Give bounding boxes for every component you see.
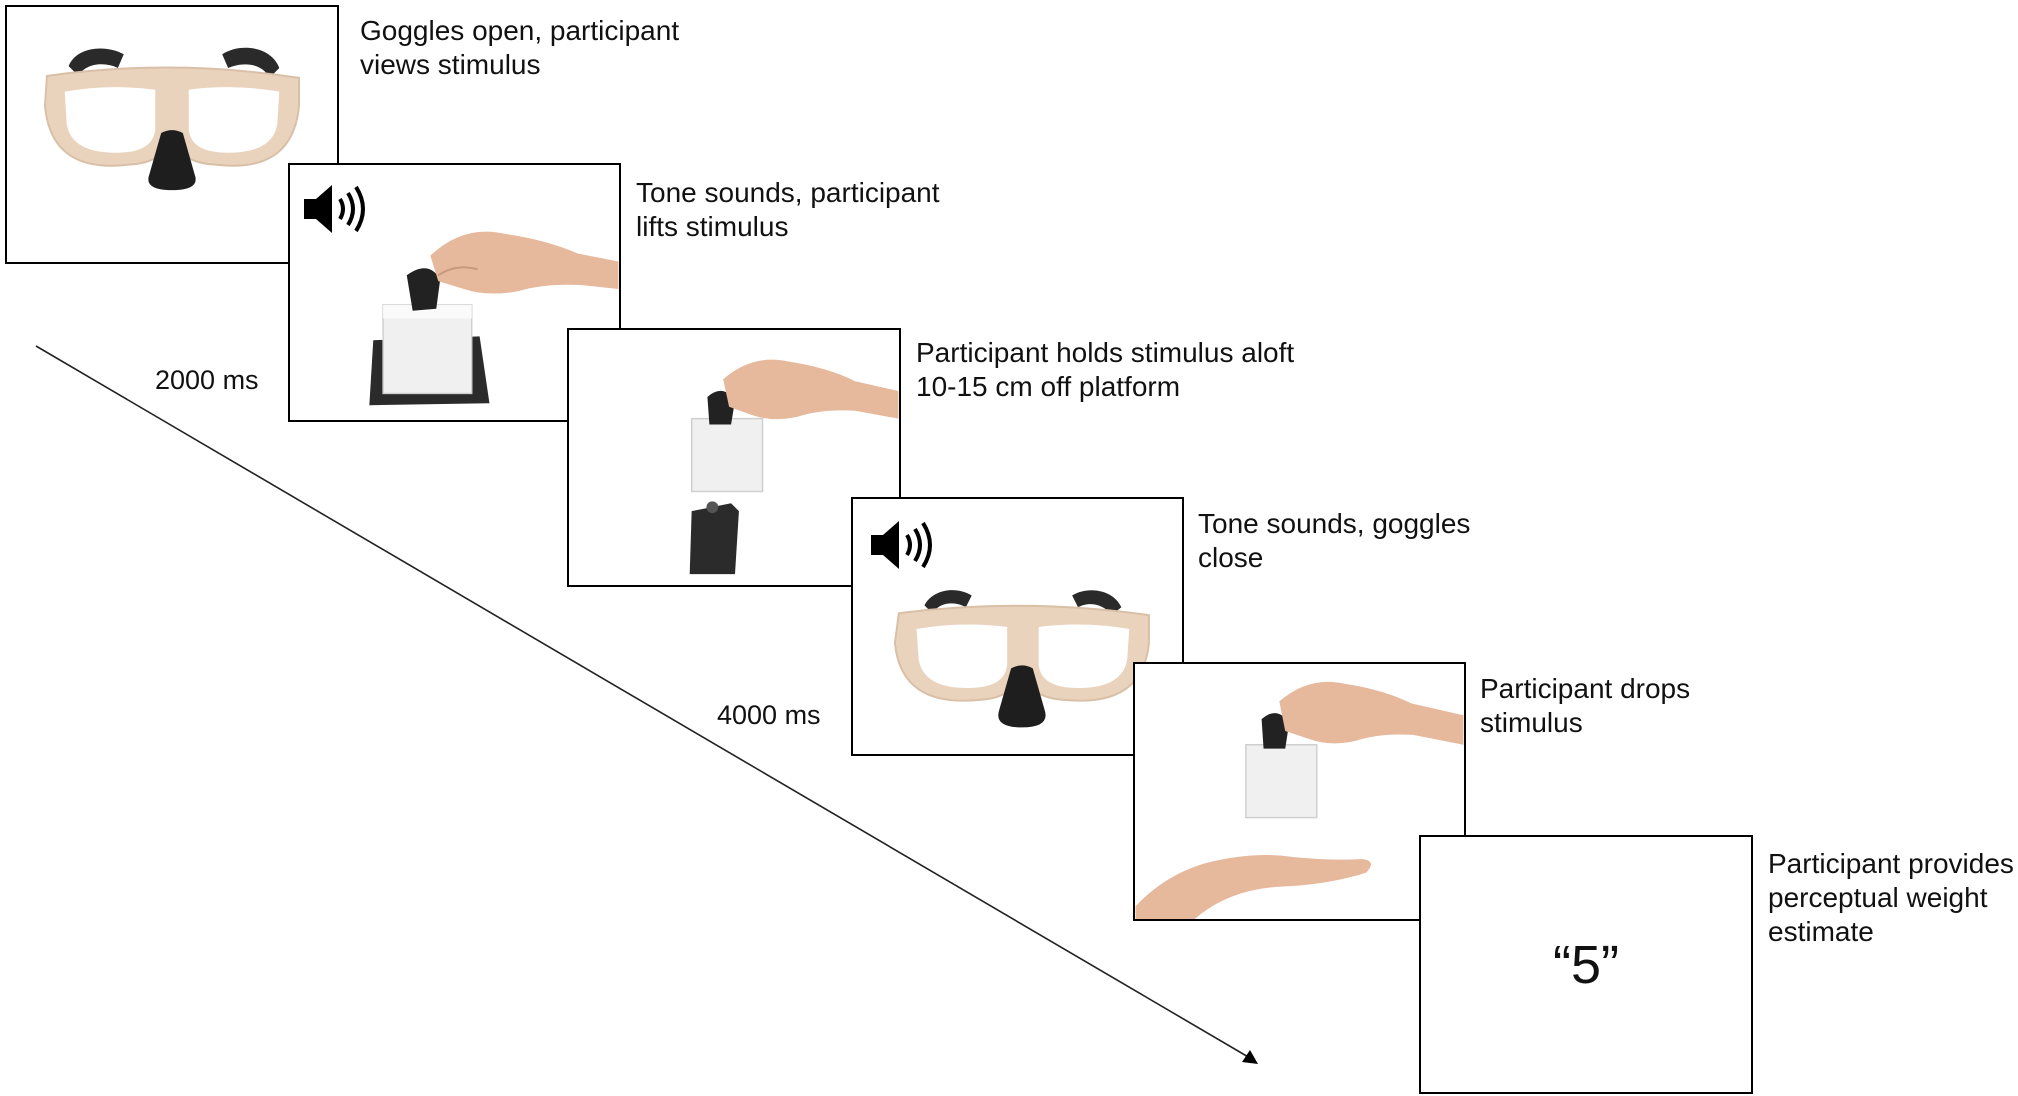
step-panel-drop [1133, 662, 1466, 921]
step-panel-goggles-close [851, 497, 1184, 756]
step-panel-lift [288, 163, 621, 422]
hand-lifting-stimulus-image [369, 231, 619, 406]
timing-label-2000: 2000 ms [155, 365, 259, 395]
step-5-caption: Participant drops stimulus [1480, 673, 1691, 738]
timing-label-4000: 4000 ms [717, 700, 821, 730]
step-1-caption: Goggles open, participant views stimulus [360, 15, 680, 80]
step-6-caption: Participant provides perceptual weight e… [1768, 848, 2014, 947]
hand-dropping-stimulus-image [1135, 681, 1464, 919]
goggles-closed-image [893, 590, 1150, 728]
goggles-open-image [44, 47, 300, 191]
hand-holding-stimulus-aloft-image [689, 359, 899, 575]
speaker-icon [871, 521, 932, 569]
step-4-caption: Tone sounds, goggles close [1198, 508, 1471, 573]
step-panel-estimate: “5” [1419, 835, 1753, 1094]
speaker-icon [304, 185, 365, 233]
step-2-caption: Tone sounds, participant lifts stimulus [636, 177, 940, 242]
step-panel-hold-aloft [567, 328, 901, 587]
step-3-caption: Participant holds stimulus aloft 10-15 c… [916, 337, 1295, 402]
step-panel-goggles-open [5, 5, 339, 264]
weight-estimate-text: “5” [1553, 934, 1619, 995]
